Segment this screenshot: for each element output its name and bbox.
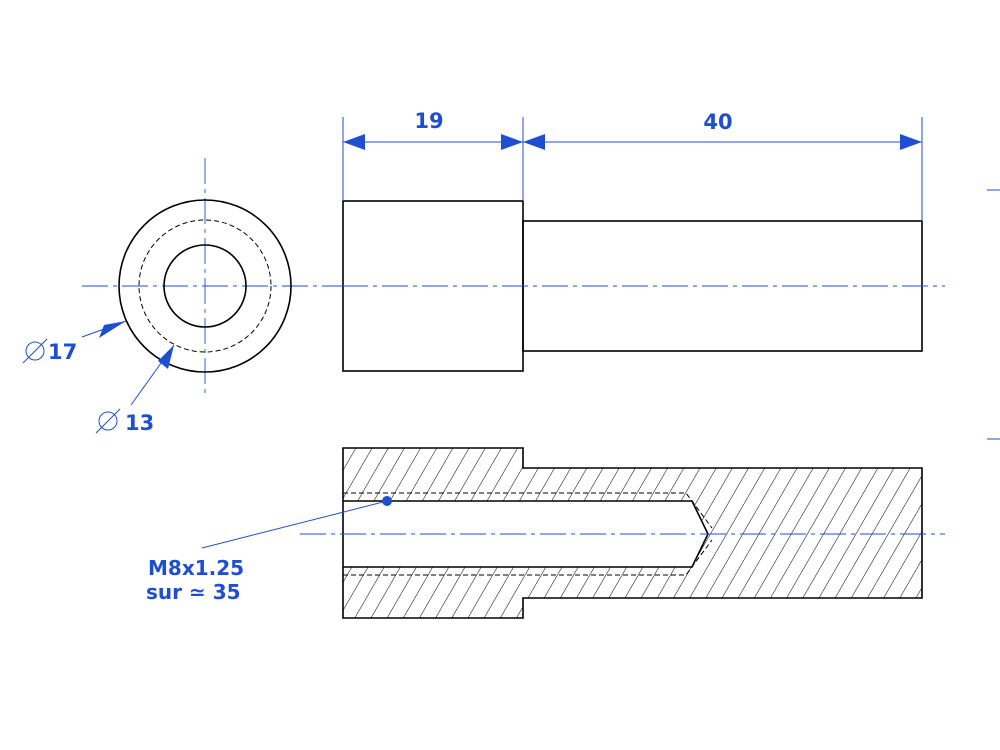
length-dimensions: 19 40	[342, 109, 923, 221]
arrowhead-head-right	[501, 134, 523, 150]
section-hatch-area	[343, 448, 922, 618]
diameter-outer-callout: 17	[22, 320, 127, 364]
thread-major-line-bottom	[343, 539, 713, 576]
arrowhead-head-left	[343, 134, 365, 150]
hidden-circle	[138, 219, 272, 353]
thread-note-callout: M8x1.25 sur ≃ 35	[146, 496, 392, 604]
end-view	[82, 158, 342, 398]
arrowhead-outer	[99, 321, 126, 338]
outer-circle	[118, 199, 292, 373]
arrowhead-shaft-left	[523, 134, 545, 150]
inner-circle	[163, 244, 247, 328]
section-outline	[342, 447, 923, 619]
thread-note-line-1: M8x1.25	[148, 556, 244, 580]
arrowhead-shaft-right	[900, 134, 922, 150]
leader-dot	[382, 496, 392, 506]
dimension-shaft-label: 40	[703, 110, 732, 134]
arrowhead-inner	[158, 345, 174, 369]
diameter-symbol-icon	[22, 338, 48, 364]
diameter-symbol-icon	[95, 408, 121, 434]
section-view	[300, 447, 945, 619]
diameter-outer-label: 17	[48, 340, 77, 364]
diameter-inner-label: 13	[125, 411, 154, 435]
diameter-inner-callout: 13	[95, 344, 175, 435]
thread-note-line-2: sur ≃ 35	[146, 580, 241, 604]
dimension-head-label: 19	[414, 109, 443, 133]
leader-line-thread	[201, 500, 388, 549]
side-view	[342, 200, 945, 372]
thread-major-line-top	[343, 492, 713, 529]
